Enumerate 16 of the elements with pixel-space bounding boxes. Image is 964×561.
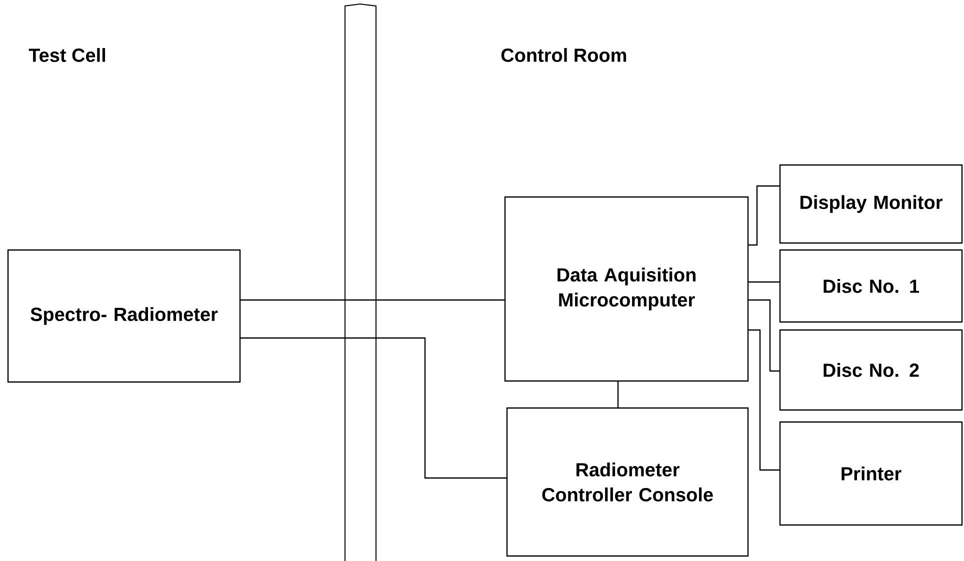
block-box: Radiometer Controller Console — [506, 407, 749, 557]
area-label: Test Cell — [28, 48, 106, 62]
block-box: Display Monitor — [779, 164, 963, 244]
block-box: Disc No. 2 — [779, 329, 963, 411]
connector-line — [748, 281, 780, 283]
block-box: Data Aquisition Microcomputer — [504, 196, 749, 382]
connector-line — [617, 381, 619, 408]
connector-line — [748, 185, 780, 246]
block-box: Disc No. 1 — [779, 249, 963, 323]
block-box: Spectro- Radiometer — [7, 249, 241, 383]
connector-line — [240, 299, 505, 301]
block-box: Printer — [779, 421, 963, 526]
connector-line — [748, 299, 780, 372]
connector-line — [240, 337, 507, 479]
area-label: Control Room — [501, 48, 626, 62]
connector-line — [748, 329, 780, 471]
